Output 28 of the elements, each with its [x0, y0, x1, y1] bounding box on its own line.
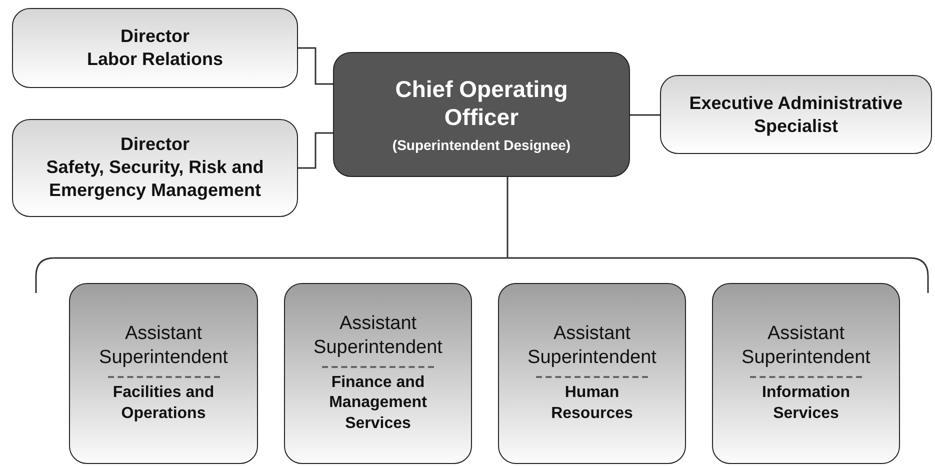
department-name: Labor Relations — [86, 48, 224, 71]
department-name: Human Resources — [550, 382, 634, 424]
role-title: Executive Administrative Specialist — [688, 92, 904, 137]
department-name: Finance and Management Services — [328, 372, 428, 434]
department-name: Safety, Security, Risk and Emergency Management — [45, 156, 265, 202]
department-name: Facilities and Operations — [112, 382, 216, 424]
org-box — [284, 283, 472, 464]
role-title: Assistant Superintendent — [526, 322, 658, 370]
grouping-bracket — [35, 257, 929, 293]
executive-box — [333, 52, 630, 177]
connector-line — [630, 114, 660, 116]
org-box — [498, 283, 686, 464]
org-box — [12, 119, 298, 217]
role-title: Director — [120, 25, 190, 48]
org-box — [69, 283, 258, 464]
org-box — [712, 283, 900, 464]
role-title: Assistant Superintendent — [98, 322, 229, 370]
connector-line — [298, 47, 333, 85]
connector-line — [506, 177, 508, 258]
org-box — [12, 8, 298, 88]
role-title: Director — [120, 133, 190, 156]
role-title: Assistant Superintendent — [312, 312, 444, 360]
org-box — [660, 75, 932, 154]
role-title: Chief Operating Officer — [394, 74, 569, 132]
role-title: Assistant Superintendent — [740, 322, 872, 370]
connector-line — [298, 132, 333, 169]
department-name: (Superintendent Designee) — [392, 136, 571, 154]
department-name: Information Services — [761, 382, 851, 424]
